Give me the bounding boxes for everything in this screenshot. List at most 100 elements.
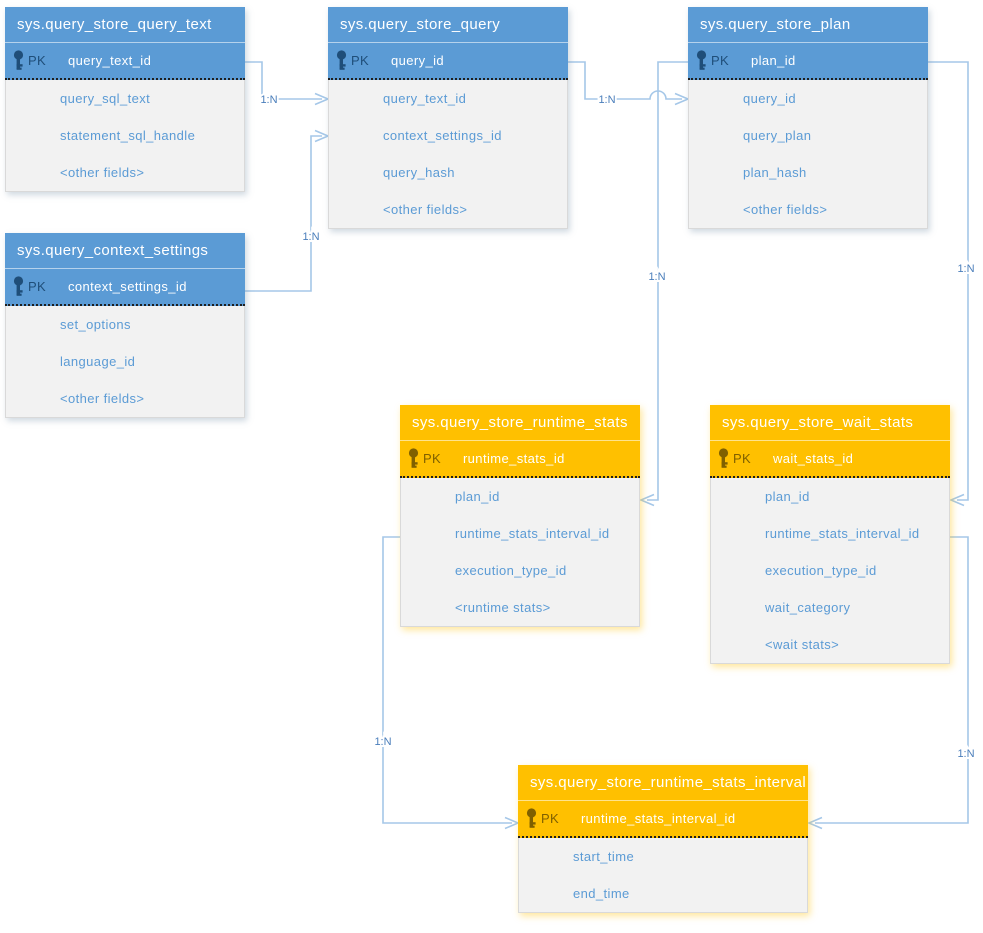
key-icon bbox=[335, 49, 350, 72]
pk-label: PK bbox=[733, 451, 751, 466]
connector-plan-to-runtime-stats: 1:N bbox=[638, 61, 688, 507]
arrowhead-icon bbox=[638, 493, 655, 507]
entity-fields: plan_id runtime_stats_interval_id executio… bbox=[400, 478, 640, 627]
field-row: plan_hash bbox=[743, 165, 807, 180]
arrowhead-icon bbox=[948, 493, 965, 507]
connector-line bbox=[928, 61, 969, 501]
cardinality-label: 1:N bbox=[648, 271, 665, 283]
field-row: query_text_id bbox=[383, 91, 467, 106]
entity-fields: query_text_id context_settings_id query_ha… bbox=[328, 80, 568, 229]
connector-line bbox=[815, 536, 969, 824]
field-row: wait_category bbox=[765, 600, 851, 615]
primary-key-row: PK context_settings_id bbox=[5, 269, 245, 306]
field-row: runtime_stats_interval_id bbox=[455, 526, 610, 541]
pk-label: PK bbox=[423, 451, 441, 466]
primary-key-icon bbox=[13, 49, 24, 70]
field-row: execution_type_id bbox=[765, 563, 877, 578]
entity-title: sys.query_context_settings bbox=[5, 233, 245, 269]
pk-field-name: query_id bbox=[390, 53, 445, 68]
entity-title: sys.query_store_runtime_stats bbox=[400, 405, 640, 441]
field-row: <wait stats> bbox=[765, 637, 840, 652]
entity-fields: start_time end_time bbox=[518, 838, 808, 913]
field-row: <other fields> bbox=[60, 391, 145, 406]
connector-line bbox=[245, 61, 322, 100]
field-row: query_id bbox=[743, 91, 797, 106]
cardinality-label: 1:N bbox=[598, 94, 615, 106]
connector-wait-stats-to-interval: 1:N bbox=[806, 536, 977, 830]
entity-fields: query_id query_plan plan_hash <other fields… bbox=[688, 80, 928, 229]
pk-field-name: runtime_stats_interval_id bbox=[580, 811, 736, 826]
pk-field-name: plan_id bbox=[750, 53, 796, 68]
field-row: set_options bbox=[60, 317, 131, 332]
pk-label: PK bbox=[711, 53, 729, 68]
cardinality-label: 1:N bbox=[374, 736, 391, 748]
field-row: <other fields> bbox=[383, 202, 468, 217]
entity-title: sys.query_store_query_text bbox=[5, 7, 245, 43]
key-icon bbox=[525, 807, 540, 830]
entity-title: sys.query_store_plan bbox=[688, 7, 928, 43]
field-row: plan_id bbox=[455, 489, 500, 504]
connector-line bbox=[245, 135, 322, 292]
key-icon bbox=[407, 447, 422, 470]
entity-title: sys.query_store_runtime_stats_interval bbox=[518, 765, 808, 801]
connector-query-text-to-query: 1:N bbox=[245, 61, 331, 108]
key-icon bbox=[12, 275, 27, 298]
primary-key-row: PK plan_id bbox=[688, 43, 928, 80]
entity-fields: plan_id runtime_stats_interval_id executio… bbox=[710, 478, 950, 664]
primary-key-icon bbox=[696, 49, 707, 70]
field-row: language_id bbox=[60, 354, 136, 369]
connector-query-to-plan: 1:N bbox=[568, 61, 691, 108]
field-row: end_time bbox=[573, 886, 630, 901]
pk-label: PK bbox=[351, 53, 369, 68]
connector-line bbox=[647, 61, 688, 501]
key-icon bbox=[695, 49, 710, 72]
field-row: context_settings_id bbox=[383, 128, 502, 143]
field-row: <other fields> bbox=[60, 165, 145, 180]
field-row: plan_id bbox=[765, 489, 810, 504]
pk-field-name: context_settings_id bbox=[67, 279, 187, 294]
field-row: runtime_stats_interval_id bbox=[765, 526, 920, 541]
key-icon bbox=[12, 49, 27, 72]
cardinality-label: 1:N bbox=[957, 263, 974, 275]
primary-key-icon bbox=[13, 275, 24, 296]
field-row: <other fields> bbox=[743, 202, 828, 217]
field-row: statement_sql_handle bbox=[60, 128, 196, 143]
primary-key-row: PK query_id bbox=[328, 43, 568, 80]
primary-key-icon bbox=[408, 447, 419, 468]
entity-fields: set_options language_id <other fields> bbox=[5, 306, 245, 418]
primary-key-icon bbox=[336, 49, 347, 70]
field-row: start_time bbox=[573, 849, 635, 864]
field-row: query_hash bbox=[383, 165, 455, 180]
pk-label: PK bbox=[541, 811, 559, 826]
entity-title: sys.query_store_wait_stats bbox=[710, 405, 950, 441]
primary-key-icon bbox=[526, 807, 537, 828]
primary-key-row: PK query_text_id bbox=[5, 43, 245, 80]
primary-key-icon bbox=[718, 447, 729, 468]
entity-title: sys.query_store_query bbox=[328, 7, 568, 43]
connector-context-settings-to-query: 1:N bbox=[245, 129, 331, 292]
connector-line bbox=[568, 61, 682, 100]
field-row: execution_type_id bbox=[455, 563, 567, 578]
connector-runtime-stats-to-interval: 1:N bbox=[372, 536, 521, 830]
pk-field-name: query_text_id bbox=[67, 53, 152, 68]
field-row: query_plan bbox=[743, 128, 812, 143]
key-icon bbox=[717, 447, 732, 470]
connector-plan-to-wait-stats: 1:N bbox=[928, 61, 977, 507]
pk-label: PK bbox=[28, 53, 46, 68]
pk-label: PK bbox=[28, 279, 46, 294]
connector-line bbox=[382, 536, 512, 824]
cardinality-label: 1:N bbox=[302, 231, 319, 243]
primary-key-row: PK runtime_stats_interval_id bbox=[518, 801, 808, 838]
field-row: <runtime stats> bbox=[455, 600, 551, 615]
